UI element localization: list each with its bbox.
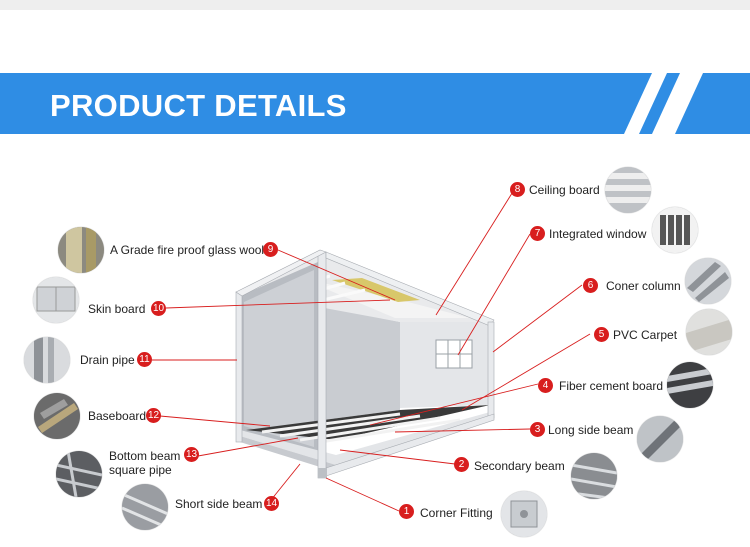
pvc-carpet-photo: [686, 309, 732, 355]
callout-label-integrated-window: Integrated window: [549, 227, 647, 241]
secondary-beam-photo: [571, 453, 617, 499]
short-side-beam-photo: [122, 484, 168, 530]
fiber-cement-board-photo: [667, 362, 713, 408]
callout-label-corner-fitting: Corner Fitting: [420, 506, 493, 520]
callout-number-11: 11: [137, 352, 152, 367]
corner-column-photo: [685, 258, 731, 304]
top-strip: [0, 0, 750, 10]
skin-board-photo: [33, 277, 79, 323]
callout-number-14: 14: [264, 496, 279, 511]
section-banner: PRODUCT DETAILS: [0, 73, 750, 134]
ceiling-board-photo: [605, 167, 651, 213]
callout-label-pvc-carpet: PVC Carpet: [613, 328, 678, 342]
callout-label-bottom-beam-line1: Bottom beam: [109, 449, 181, 463]
callout-label-drain-pipe: Drain pipe: [80, 353, 135, 367]
bottom-beam-photo: [56, 451, 102, 497]
callout-label-corner-column: Coner column: [606, 279, 681, 293]
baseboard-photo: [34, 393, 80, 439]
callout-label-long-side-beam: Long side beam: [548, 423, 634, 437]
callout-number-7: 7: [530, 226, 545, 241]
long-side-beam-photo: [637, 416, 683, 462]
banner-title: PRODUCT DETAILS: [50, 88, 347, 123]
callout-label-bottom-beam-line2: square pipe: [109, 463, 172, 477]
callout-label-ceiling-board: Ceiling board: [529, 183, 600, 197]
banner-stripes-icon: [624, 73, 703, 134]
callout-number-8: 8: [510, 182, 525, 197]
callout-label-secondary-beam: Secondary beam: [474, 459, 565, 473]
callout-label-skin-board: Skin board: [88, 302, 146, 316]
callout-label-short-side-beam: Short side beam: [175, 497, 263, 511]
corner-fitting-photo: [501, 491, 547, 537]
callout-number-12: 12: [146, 408, 161, 423]
callout-number-10: 10: [151, 301, 166, 316]
callout-label-fiber-cement-board: Fiber cement board: [559, 379, 664, 393]
callout-number-13: 13: [184, 447, 199, 462]
glass-wool-photo: [58, 227, 104, 273]
callout-number-9: 9: [263, 242, 278, 257]
callout-number-5: 5: [594, 327, 609, 342]
callout-label-baseboard: Baseboard: [88, 409, 147, 423]
callout-number-2: 2: [454, 457, 469, 472]
drain-pipe-photo: [24, 337, 70, 383]
callout-number-3: 3: [530, 422, 545, 437]
integrated-window-photo: [652, 207, 698, 253]
callout-number-6: 6: [583, 278, 598, 293]
callout-label-glass-wool: A Grade fire proof glass wool: [110, 243, 265, 257]
callout-number-1: 1: [399, 504, 414, 519]
callout-number-4: 4: [538, 378, 553, 393]
